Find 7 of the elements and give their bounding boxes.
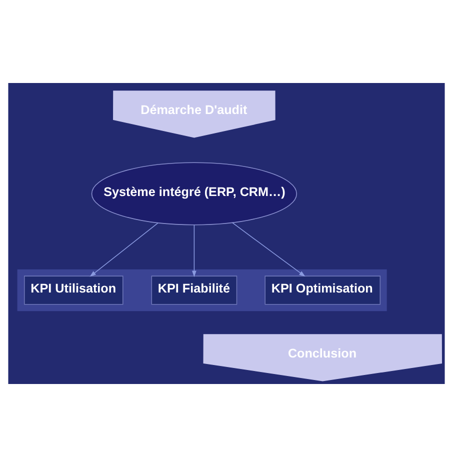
node-box: KPI Fiabilité bbox=[151, 275, 238, 304]
node-ellipse: Système intégré (ERP, CRM…) bbox=[91, 162, 298, 225]
arrow bbox=[90, 222, 158, 276]
node-box: KPI Optimisation bbox=[264, 275, 381, 304]
arrow bbox=[192, 224, 196, 277]
node-box: KPI Utilisation bbox=[24, 275, 124, 304]
arrow bbox=[232, 222, 306, 276]
